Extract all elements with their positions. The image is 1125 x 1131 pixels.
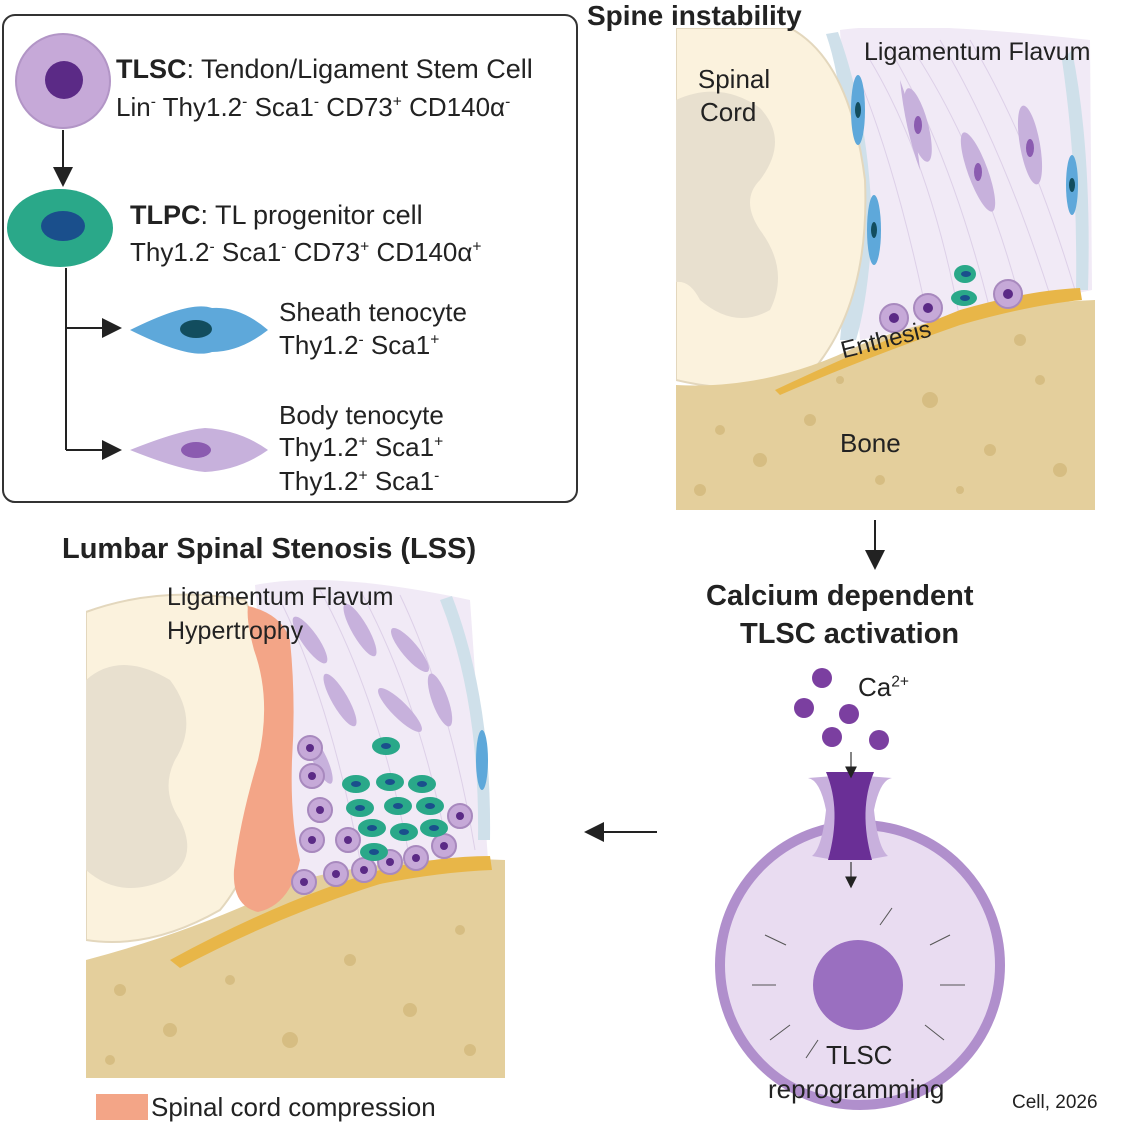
citation: Cell, 2026 <box>1012 1092 1098 1113</box>
arrow-tlpc-branches <box>65 268 122 460</box>
marker-sign: - <box>505 93 511 111</box>
marker-name: Thy1.2 <box>279 432 359 462</box>
marker-name: Sca1 <box>363 330 431 360</box>
tlpc-cell-icon <box>7 189 113 267</box>
spinal-cord-label-2: Cord <box>700 97 757 127</box>
calcium-charge: 2+ <box>891 673 910 691</box>
spine-instability-illustration <box>676 28 1095 510</box>
lss-illustration <box>86 580 505 1078</box>
marker-sign: + <box>434 433 444 451</box>
marker-sign: - <box>358 331 364 349</box>
marker-name: Thy1.2 <box>130 237 210 267</box>
marker-name: Thy1.2 <box>279 330 359 360</box>
sheath-tenocyte-title: Sheath tenocyte <box>279 297 467 327</box>
tlsc-reprogramming-label-1: TLSC <box>826 1040 893 1070</box>
body-tenocyte-title: Body tenocyte <box>279 400 444 430</box>
tlpc-label: TLPC: TL progenitor cell <box>130 200 423 231</box>
marker-name: CD140α <box>369 237 473 267</box>
calcium-symbol: Ca <box>858 672 892 702</box>
compression-legend-label: Spinal cord compression <box>151 1092 436 1122</box>
marker-name: CD73 <box>319 92 393 122</box>
marker-sign: - <box>313 93 320 111</box>
tlsc-markers: Lin- Thy1.2- Sca1- CD73+ CD140α- <box>116 92 510 123</box>
legend-box-frame <box>2 14 578 503</box>
marker-name: Thy1.2 <box>155 92 243 122</box>
tlsc-desc: : Tendon/Ligament Stem Cell <box>186 54 533 84</box>
spinal-cord-label: Spinal <box>697 64 771 94</box>
marker-name: CD140α <box>401 92 506 122</box>
marker-sign: - <box>242 93 248 111</box>
marker-sign: - <box>150 93 156 111</box>
marker-name: Thy1.2 <box>279 466 359 496</box>
tlpc-desc: : TL progenitor cell <box>200 200 423 230</box>
marker-sign: - <box>281 238 287 256</box>
lf-hypertrophy-label-2: Hypertrophy <box>167 617 304 645</box>
sheath-tenocyte-markers: Thy1.2- Sca1+ <box>279 330 439 361</box>
tlpc-markers: Thy1.2- Sca1- CD73+ CD140α+ <box>130 237 482 268</box>
marker-name: CD73 <box>286 237 361 267</box>
activation-title-2: TLSC activation <box>740 618 960 650</box>
bone-label: Bone <box>840 428 901 458</box>
marker-sign: + <box>358 467 368 485</box>
marker-sign: + <box>430 331 440 349</box>
tlpc-abbr: TLPC <box>130 200 201 230</box>
spine-instability-title: Spine instability <box>587 0 802 31</box>
lss-title: Lumbar Spinal Stenosis (LSS) <box>62 533 477 565</box>
calcium-channel <box>808 752 892 889</box>
calcium-label: Ca2+ <box>858 672 909 703</box>
marker-name: Sca1 <box>367 466 435 496</box>
lf-hypertrophy-label-1: Ligamentum Flavum <box>167 583 394 611</box>
body-tenocyte-markers-1: Thy1.2+ Sca1+ <box>279 432 443 463</box>
tlsc-label: TLSC: Tendon/Ligament Stem Cell <box>116 54 533 85</box>
tlsc-reprogramming-label-2: reprogramming <box>768 1074 945 1104</box>
marker-sign: + <box>472 238 482 256</box>
compression-legend-swatch <box>96 1094 148 1120</box>
tlsc-cell-icon <box>15 33 111 129</box>
marker-sign: - <box>209 238 215 256</box>
ligamentum-flavum-label: Ligamentum Flavum <box>864 38 1091 66</box>
marker-sign: + <box>392 93 402 111</box>
body-tenocyte-icon <box>130 428 268 472</box>
sheath-tenocyte-icon <box>130 306 268 354</box>
activation-title-1: Calcium dependent <box>706 580 974 612</box>
tlsc-abbr: TLSC <box>116 54 187 84</box>
marker-sign: - <box>434 467 440 485</box>
marker-name: Lin <box>116 92 151 122</box>
body-tenocyte-markers-2: Thy1.2+ Sca1- <box>279 466 439 497</box>
marker-name: Sca1 <box>214 237 282 267</box>
marker-name: Sca1 <box>367 432 435 462</box>
marker-sign: + <box>358 433 368 451</box>
marker-name: Sca1 <box>247 92 314 122</box>
marker-sign: + <box>360 238 370 256</box>
